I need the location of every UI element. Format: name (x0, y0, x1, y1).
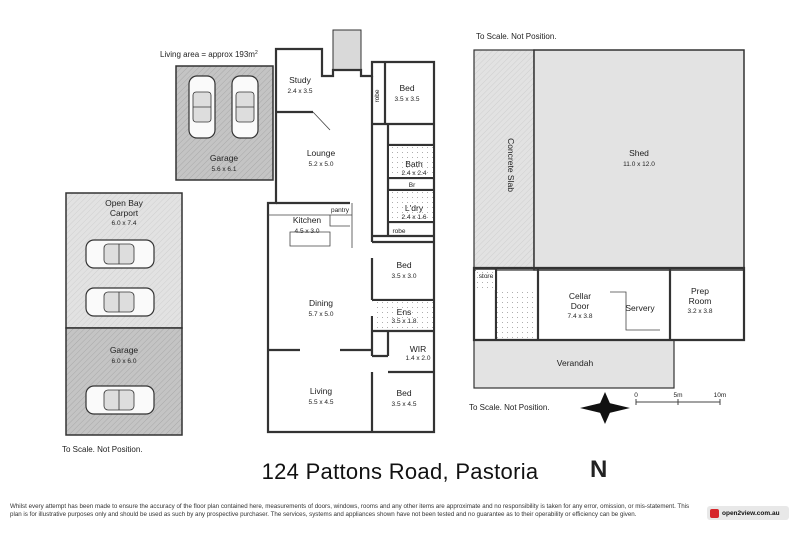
room-slab: Concrete Slab (506, 138, 516, 192)
room-bed3-name: Bed (396, 388, 411, 398)
car-icon (188, 75, 216, 139)
car-icon (231, 75, 259, 139)
room-dining-dim: 5.7 x 5.0 (309, 311, 334, 318)
room-garage2-dim: 6.0 x 6.0 (112, 358, 137, 365)
room-prep-dim: 3.2 x 3.8 (688, 308, 713, 315)
room-prep-name2: Room (689, 296, 712, 306)
room-verandah: Verandah (557, 358, 594, 368)
room-ens-name: Ens (397, 307, 412, 317)
compass-icon (580, 392, 630, 424)
room-bed1-name: Bed (399, 83, 414, 93)
scale-tick-0: 0 (634, 392, 638, 399)
room-study-dim: 2.4 x 3.5 (288, 88, 313, 95)
open2view-logo: open2view.com.au (707, 506, 789, 520)
scale-note-shed: To Scale. Not Position. (469, 403, 549, 412)
room-carport-dim: 6.0 x 7.4 (112, 220, 137, 227)
open2view-logo-icon (710, 508, 719, 518)
room-pantry: pantry (331, 207, 350, 214)
room-bath-dim: 2.4 x 2.4 (402, 170, 427, 177)
room-wir-dim: 1.4 x 2.0 (406, 355, 431, 362)
room-bed2-dim: 3.5 x 3.0 (392, 273, 417, 280)
room-garage2-name: Garage (110, 345, 139, 355)
room-garage1-dim: 5.6 x 6.1 (212, 166, 237, 173)
car-icon (85, 385, 155, 415)
room-kitchen-name: Kitchen (293, 215, 322, 225)
room-bed3-dim: 3.5 x 4.5 (392, 401, 417, 408)
carport (65, 192, 183, 329)
scale-tick-5: 5m (673, 392, 682, 399)
room-shed-dim: 11.0 x 12.0 (623, 161, 655, 168)
room-shed-name: Shed (629, 148, 649, 158)
compass-north-label: N (590, 456, 607, 483)
room-carport-name2: Carport (110, 208, 139, 218)
property-address-title: 124 Pattons Road, Pastoria (261, 459, 539, 484)
disclaimer-text: Whilst every attempt has been made to en… (10, 503, 690, 519)
room-kitchen-dim: 4.5 x 3.0 (295, 228, 320, 235)
room-garage1-name: Garage (210, 153, 239, 163)
room-robe1: robe (374, 89, 381, 102)
room-dining-name: Dining (309, 298, 333, 308)
room-cellar-dim: 7.4 x 3.8 (568, 313, 593, 320)
room-lounge-dim: 5.2 x 5.0 (309, 161, 334, 168)
car-icon (85, 239, 155, 269)
room-living-dim: 5.5 x 4.5 (309, 399, 334, 406)
room-carport-name: Open Bay (105, 198, 144, 208)
room-bed2-name: Bed (396, 260, 411, 270)
room-store: store (479, 273, 494, 280)
room-bed1-dim: 3.5 x 3.5 (395, 96, 420, 103)
scale-tick-10: 10m (714, 392, 727, 399)
room-lounge-name: Lounge (307, 148, 336, 158)
scale-bar (635, 399, 721, 405)
room-prep-name: Prep (691, 286, 709, 296)
room-robe2: robe (392, 228, 405, 235)
car-icon (85, 287, 155, 317)
scale-note-carport: To Scale. Not Position. (62, 445, 142, 454)
room-study-name: Study (289, 75, 311, 85)
room-br: Br (409, 182, 416, 189)
room-cellar-name: Cellar (569, 291, 591, 301)
room-living-name: Living (310, 386, 332, 396)
room-cellar-name2: Door (571, 301, 590, 311)
room-laundry-dim: 2.4 x 1.6 (402, 214, 427, 221)
room-servery: Servery (625, 303, 655, 313)
room-ens-dim: 3.5 x 1.8 (392, 318, 417, 325)
logo-text: open2view.com.au (722, 509, 780, 517)
living-area-label: Living area = approx 193m2 (160, 50, 258, 59)
room-wir-name: WIR (410, 344, 427, 354)
garage-top (175, 65, 274, 181)
shed-complex (472, 49, 746, 389)
room-bath-name: Bath (405, 159, 423, 169)
scale-note-top: To Scale. Not Position. (476, 32, 556, 41)
room-laundry-name: L'dry (405, 203, 424, 213)
garage-bottom (65, 327, 183, 436)
house (266, 29, 436, 434)
